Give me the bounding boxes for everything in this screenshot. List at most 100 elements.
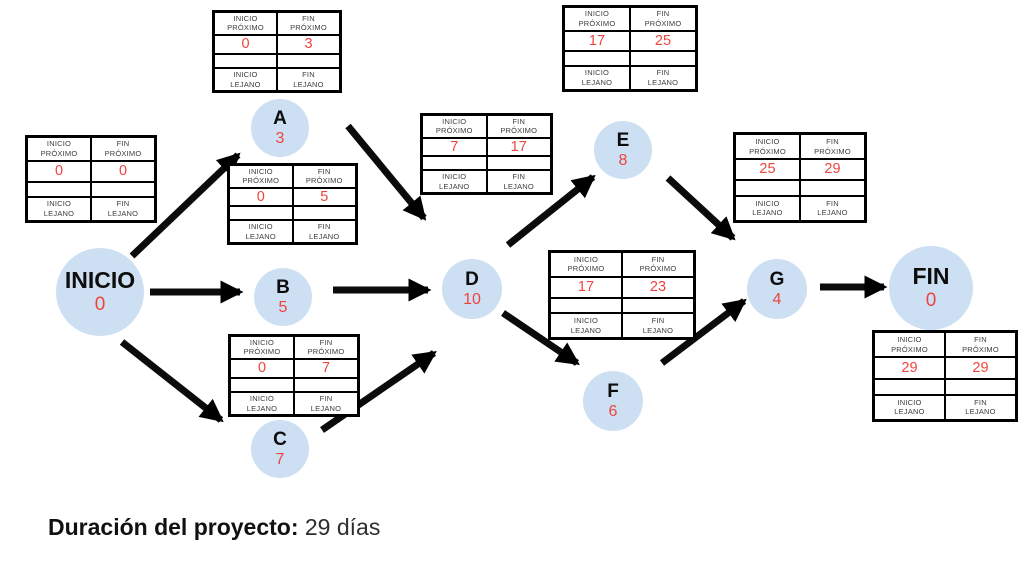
node-label: E: [616, 130, 630, 152]
table-cell-empty: [630, 51, 696, 66]
node-label: F: [607, 381, 619, 403]
node-duration-value: 5: [278, 298, 288, 316]
table-value-inicio-proximo: 0: [27, 161, 91, 182]
table-header-fin-lejano: FIN LEJANO: [294, 392, 358, 415]
node-duration-value: 0: [925, 290, 937, 312]
table-value-inicio-proximo: 17: [550, 276, 622, 298]
table-value-inicio-proximo: 0: [230, 358, 294, 378]
table-value-fin-proximo: 7: [294, 358, 358, 378]
table-header-inicio-proximo: INICIO PRÓXIMO: [735, 134, 800, 160]
table-cell-empty: [564, 51, 630, 66]
node-label: INICIO: [64, 267, 136, 294]
node-label: A: [273, 108, 287, 130]
table-cell-empty: [422, 156, 487, 171]
table-cell-empty: [486, 156, 551, 171]
table-header-inicio-lejano: INICIO LEJANO: [550, 313, 622, 338]
table-cell-empty: [735, 180, 800, 196]
table-value-inicio-proximo: 29: [874, 357, 945, 379]
arrow-e-to-g: [665, 175, 736, 241]
table-value-fin-proximo: 29: [800, 159, 865, 181]
table-header-fin-lejano: FIN LEJANO: [945, 394, 1016, 420]
table-header-fin-lejano: FIN LEJANO: [91, 196, 155, 221]
table-value-fin-proximo: 0: [91, 161, 155, 182]
table-header-fin-proximo: FIN PRÓXIMO: [622, 252, 694, 277]
table-header-fin-lejano: FIN LEJANO: [630, 65, 696, 90]
table-header-fin-proximo: FIN PRÓXIMO: [292, 165, 356, 188]
table-cell-empty: [27, 181, 91, 197]
table-value-inicio-proximo: 0: [229, 187, 293, 207]
node-label: D: [465, 269, 479, 291]
table-header-inicio-proximo: INICIO PRÓXIMO: [550, 252, 622, 277]
table-cell-empty: [214, 53, 277, 69]
table-cell-empty: [230, 377, 294, 393]
table-cell-empty: [800, 180, 865, 196]
node-duration-value: 0: [94, 294, 106, 316]
table-header-fin-proximo: FIN PRÓXIMO: [91, 137, 155, 162]
table-header-inicio-proximo: INICIO PRÓXIMO: [27, 137, 91, 162]
table-header-inicio-lejano: INICIO LEJANO: [422, 170, 487, 193]
node-label: FIN: [912, 263, 950, 290]
node-duration-value: 7: [275, 450, 285, 468]
table-value-fin-proximo: 17: [486, 137, 551, 157]
table-value-inicio-proximo: 17: [564, 31, 630, 52]
table-header-fin-proximo: FIN PRÓXIMO: [277, 12, 340, 35]
arrow-inicio-to-c: [119, 339, 224, 423]
table-header-fin-lejano: FIN LEJANO: [486, 170, 551, 193]
table-header-fin-proximo: FIN PRÓXIMO: [800, 134, 865, 160]
node-duration-value: 10: [463, 290, 481, 308]
table-value-fin-proximo: 25: [630, 31, 696, 52]
table-header-inicio-proximo: INICIO PRÓXIMO: [229, 165, 293, 188]
node-label: G: [769, 269, 785, 291]
table-cell-empty: [622, 297, 694, 314]
table-cell-empty: [874, 378, 945, 395]
table-value-fin-proximo: 3: [277, 34, 340, 54]
table-cell-empty: [292, 206, 356, 221]
table-header-inicio-lejano: INICIO LEJANO: [874, 394, 945, 420]
project-duration-caption: Duración del proyecto: 29 días: [48, 514, 380, 541]
node-duration-value: 3: [275, 129, 285, 147]
table-cell-empty: [277, 53, 340, 69]
table-cell-empty: [550, 297, 622, 314]
table-header-inicio-proximo: INICIO PRÓXIMO: [422, 115, 487, 138]
table-header-fin-lejano: FIN LEJANO: [277, 68, 340, 91]
project-duration-label: Duración del proyecto:: [48, 514, 299, 540]
table-header-fin-lejano: FIN LEJANO: [292, 220, 356, 243]
table-value-inicio-proximo: 7: [422, 137, 487, 157]
table-header-inicio-lejano: INICIO LEJANO: [230, 392, 294, 415]
table-header-fin-proximo: FIN PRÓXIMO: [294, 336, 358, 359]
table-cell-empty: [294, 377, 358, 393]
table-header-fin-proximo: FIN PRÓXIMO: [945, 332, 1016, 358]
table-header-fin-proximo: FIN PRÓXIMO: [630, 7, 696, 32]
table-header-inicio-lejano: INICIO LEJANO: [27, 196, 91, 221]
arrow-a-to-d: [345, 123, 427, 221]
table-value-fin-proximo: 29: [945, 357, 1016, 379]
table-header-inicio-lejano: INICIO LEJANO: [214, 68, 277, 91]
table-header-inicio-proximo: INICIO PRÓXIMO: [214, 12, 277, 35]
table-header-fin-proximo: FIN PRÓXIMO: [486, 115, 551, 138]
table-value-inicio-proximo: 0: [214, 34, 277, 54]
node-duration-value: 8: [618, 151, 628, 169]
table-value-fin-proximo: 5: [292, 187, 356, 207]
node-label: B: [276, 277, 290, 299]
project-duration-value: 29 días: [298, 514, 381, 540]
node-duration-value: 6: [608, 402, 618, 420]
